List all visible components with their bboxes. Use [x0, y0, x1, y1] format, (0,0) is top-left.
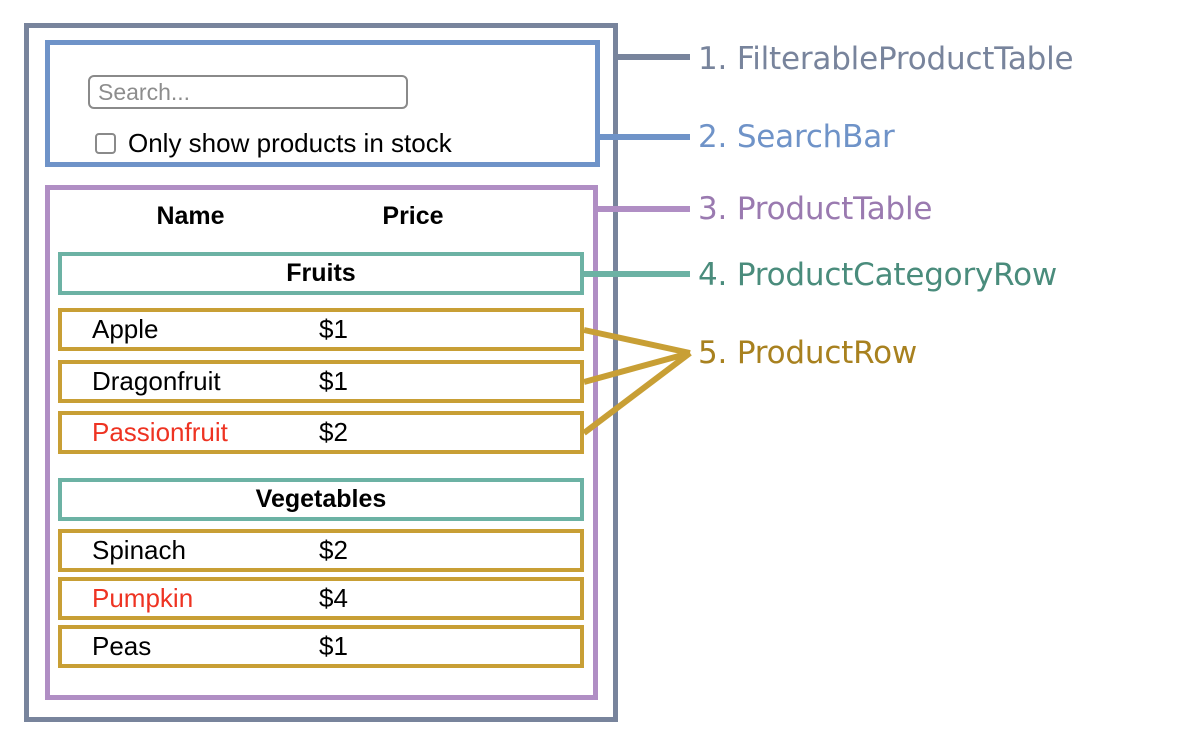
product-row[interactable]: Apple $1: [58, 308, 584, 351]
product-category-row: Fruits: [58, 252, 584, 295]
product-category-label: Vegetables: [255, 485, 387, 513]
product-table-boundary: [45, 185, 598, 700]
legend-item-product-row: 5. ProductRow: [698, 335, 918, 371]
stock-filter-row[interactable]: Only show products in stock: [95, 126, 452, 160]
product-name: Peas: [92, 631, 152, 661]
product-name: Apple: [92, 314, 159, 344]
product-row[interactable]: Peas $1: [58, 625, 584, 668]
product-price: $2: [319, 535, 348, 565]
legend-item-product-category-row: 4. ProductCategoryRow: [698, 257, 1058, 293]
product-name: Passionfruit: [92, 417, 228, 447]
product-price: $2: [319, 417, 348, 447]
product-name: Spinach: [92, 535, 186, 565]
product-category-label: Fruits: [286, 259, 356, 287]
column-header-price: Price: [382, 201, 444, 230]
product-row[interactable]: Dragonfruit $1: [58, 360, 584, 403]
search-input[interactable]: [88, 75, 408, 109]
product-row[interactable]: Pumpkin $4: [58, 577, 584, 620]
product-price: $1: [319, 314, 348, 344]
legend-item-filterable-product-table: 1. FilterableProductTable: [698, 41, 1074, 77]
column-header-name: Name: [156, 201, 225, 230]
product-name: Pumpkin: [92, 583, 194, 613]
product-category-row: Vegetables: [58, 478, 584, 521]
legend-item-product-table: 3. ProductTable: [698, 191, 933, 227]
product-table-header: Name Price: [58, 196, 584, 236]
product-price: $4: [319, 583, 348, 613]
product-price: $1: [319, 631, 348, 661]
legend-item-search-bar: 2. SearchBar: [698, 119, 895, 155]
search-bar-boundary: [45, 40, 600, 167]
product-name: Dragonfruit: [92, 366, 221, 396]
only-in-stock-checkbox[interactable]: [95, 132, 116, 154]
product-price: $1: [319, 366, 348, 396]
product-row[interactable]: Spinach $2: [58, 529, 584, 572]
only-in-stock-label: Only show products in stock: [128, 128, 452, 158]
product-row[interactable]: Passionfruit $2: [58, 411, 584, 454]
